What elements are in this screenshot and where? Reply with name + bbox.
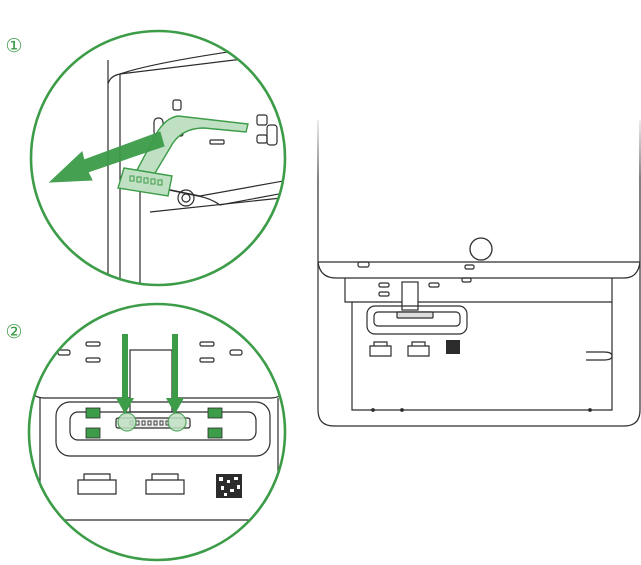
usb-port-icon	[77, 473, 117, 495]
ribbon-cable-icon	[135, 115, 249, 179]
ribbon-cable	[401, 281, 419, 311]
qr-code-icon	[446, 340, 460, 354]
power-button-icon	[469, 237, 493, 261]
arrow-down-icon	[116, 334, 134, 414]
step-1-label: ①	[5, 35, 23, 57]
usb-port-icon	[407, 341, 430, 357]
device-overview	[317, 120, 641, 427]
step-2-detail	[27, 302, 287, 562]
qr-code-icon	[216, 474, 242, 498]
arrow-left-icon	[48, 131, 165, 183]
step-1-detail	[29, 29, 287, 287]
arrow-down-icon	[166, 334, 184, 414]
step-2-label: ②	[5, 321, 23, 343]
usb-port-icon	[145, 473, 185, 495]
usb-port-icon	[369, 341, 392, 357]
